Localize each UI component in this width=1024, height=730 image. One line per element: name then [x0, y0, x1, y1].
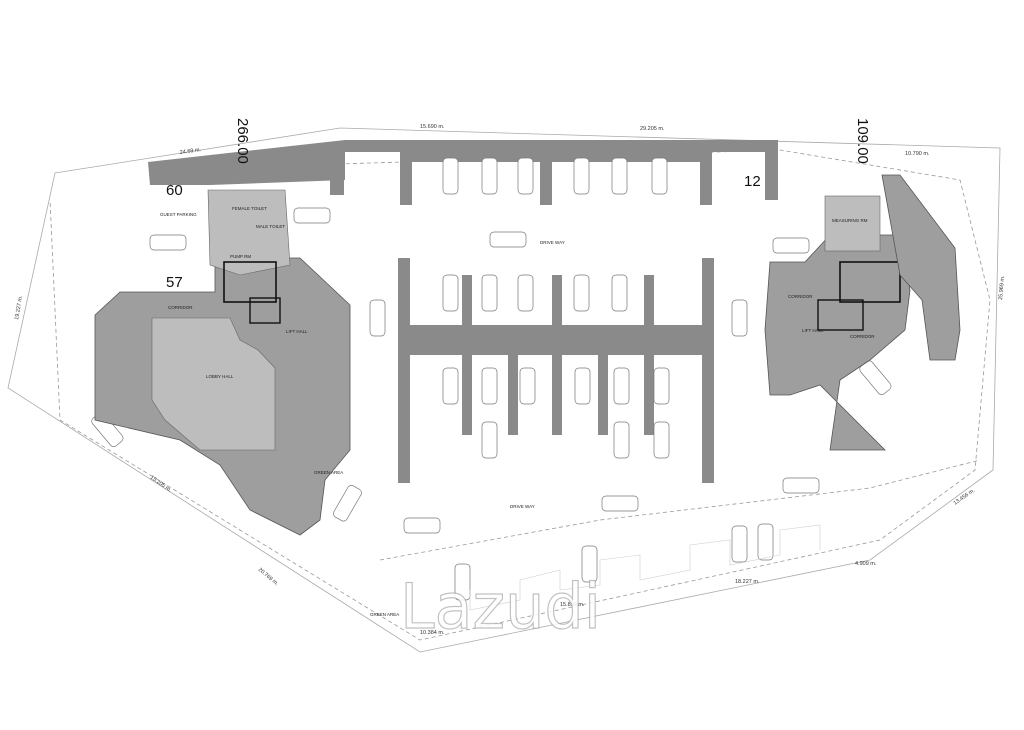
label-measuring-rm: MEASURING RM — [832, 218, 868, 223]
dim-top-a: 24.69 m. — [179, 147, 201, 156]
dim-top-c: 29.205 m. — [640, 126, 665, 132]
dim-bottom-c: 15.899 m. — [560, 602, 585, 608]
dim-top-b: 15.690 m. — [420, 124, 445, 130]
site-boundary-inner — [49, 149, 991, 641]
dim-bottom-a: 18.227 m. — [735, 579, 760, 585]
dim-left-a: 19.227 m. — [14, 295, 24, 321]
right-core-light — [824, 195, 881, 252]
right-access-road — [765, 140, 778, 200]
lot-number-60: 60 — [166, 182, 183, 199]
label-pump-rm: PUMP RM — [230, 254, 251, 259]
site-boundary — [7, 127, 1001, 653]
central-parking-block — [398, 258, 714, 483]
dim-left-c: 20.769 m. — [257, 567, 280, 588]
bottom-stalls — [469, 524, 821, 611]
label-lift-hall-right: LIFT HALL — [802, 328, 824, 333]
label-green-area-mid: GREEN AREA — [314, 470, 343, 475]
lazudi-watermark: Lazudi — [400, 570, 601, 643]
bottom-curb — [379, 459, 981, 561]
right-side-block — [881, 174, 961, 361]
lobby-hall-area — [151, 317, 276, 451]
label-lobby-hall: LOBBY HALL — [206, 374, 234, 379]
dim-left-b: 15.205 m. — [149, 475, 173, 494]
dim-bottom-b: 4.909 m. — [855, 561, 877, 567]
label-corridor-right-b: CORRIDOR — [850, 334, 875, 339]
label-drive-way-b: DRIVE WAY — [510, 504, 535, 509]
label-corridor-left: CORRIDOR — [168, 305, 193, 310]
label-male-toilet: MALE TOILET — [256, 224, 285, 229]
label-lift-hall-left: LIFT HALL — [286, 329, 308, 334]
label-female-toilet: FEMALE TOILET — [232, 206, 267, 211]
plot-number-109: 109.00 — [854, 118, 871, 164]
right-building-outer — [764, 234, 911, 451]
dim-top-d: 10.790 m. — [905, 151, 930, 157]
lift-core-right — [839, 261, 901, 303]
dim-right-a: 25.969 m. — [998, 275, 1006, 300]
lot-number-12: 12 — [744, 173, 761, 190]
toilet-block — [207, 189, 291, 276]
plot-number-266: 266.00 — [234, 118, 251, 164]
label-green-area-bottom: GREEN AREA — [370, 612, 399, 617]
label-corridor-right-a: CORRIDOR — [788, 294, 813, 299]
label-guest-parking: GUEST PARKING — [160, 212, 197, 217]
lot-number-57: 57 — [166, 274, 183, 291]
dim-bottom-d: 10.384 m. — [420, 630, 445, 636]
label-drive-way-a: DRIVE WAY — [540, 240, 565, 245]
